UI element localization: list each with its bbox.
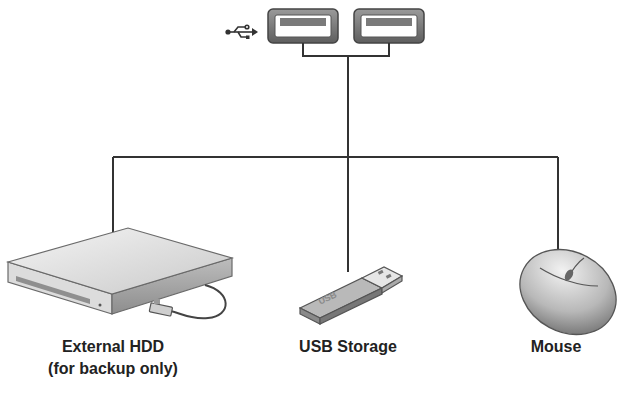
usb-symbol [225, 25, 258, 39]
device-caption: Mouse [496, 336, 616, 358]
usb-port [268, 9, 338, 43]
usb-stick [300, 267, 402, 324]
device-label: External HDD (for backup only) [47, 336, 179, 380]
device-label: Mouse [496, 336, 616, 358]
mouse [505, 157, 620, 351]
device-caption: External HDD (for backup only) [47, 336, 179, 380]
device-label: USB Storage [263, 336, 433, 358]
device-caption: USB Storage [263, 336, 433, 358]
usb-port [354, 9, 424, 43]
wire [113, 43, 558, 272]
external-hdd [8, 228, 232, 318]
